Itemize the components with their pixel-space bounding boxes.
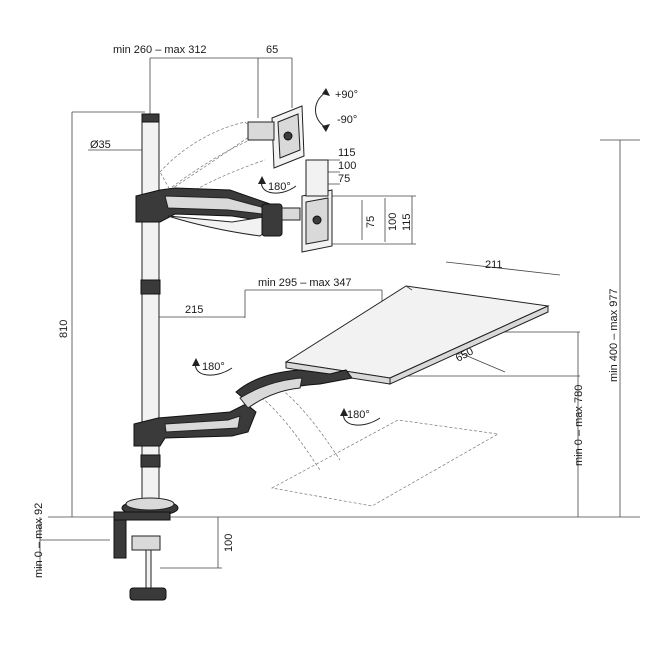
label-monitor-height: min 400 – max 977 bbox=[608, 288, 620, 382]
label-side-115: 115 bbox=[401, 213, 413, 231]
label-keyboard-width: min 295 – max 347 bbox=[258, 277, 352, 289]
label-tray-depth: 211 bbox=[485, 259, 503, 271]
label-clamp-depth: 100 bbox=[223, 534, 235, 552]
label-top-offset: 65 bbox=[266, 44, 278, 56]
lower-vesa-plate bbox=[281, 159, 333, 253]
upper-arm bbox=[135, 187, 283, 237]
dimension-labels: min 260 – max 312 65 +90° -90° Ø35 115 1… bbox=[33, 44, 620, 578]
label-keyboard-offset: 215 bbox=[185, 304, 203, 316]
label-rotate-up: +90° bbox=[335, 89, 358, 101]
swivel-arrow-tray-icon bbox=[340, 408, 381, 426]
label-vesa-100: 100 bbox=[338, 160, 356, 172]
label-swivel-tray: 180° bbox=[347, 409, 370, 421]
keyboard-tray bbox=[284, 285, 550, 385]
label-swivel-top: 180° bbox=[268, 181, 291, 193]
swivel-arrow-mid-icon bbox=[192, 358, 233, 376]
label-vesa-75: 75 bbox=[338, 173, 350, 185]
keyboard-tray-ghost bbox=[249, 379, 500, 507]
label-rotate-down: -90° bbox=[337, 114, 357, 126]
lower-arm bbox=[133, 369, 353, 447]
label-pole-diameter: Ø35 bbox=[90, 139, 111, 151]
label-vesa-115: 115 bbox=[338, 147, 356, 159]
pole bbox=[140, 113, 161, 513]
label-top-width: min 260 – max 312 bbox=[113, 44, 207, 56]
swivel-arrow-icon bbox=[258, 176, 297, 194]
label-swivel-mid: 180° bbox=[202, 361, 225, 373]
label-keyboard-height: min 0 – max 780 bbox=[573, 385, 585, 466]
desk-clamp bbox=[113, 497, 179, 601]
label-clamp-range: min 0 – max 92 bbox=[33, 503, 45, 578]
rotation-arrow-icon bbox=[315, 88, 330, 132]
label-pole-height: 810 bbox=[58, 320, 70, 338]
label-side-100: 100 bbox=[387, 213, 399, 231]
dimension-lines bbox=[39, 57, 640, 570]
label-side-75: 75 bbox=[365, 216, 377, 228]
upper-vesa-plate bbox=[247, 105, 305, 169]
